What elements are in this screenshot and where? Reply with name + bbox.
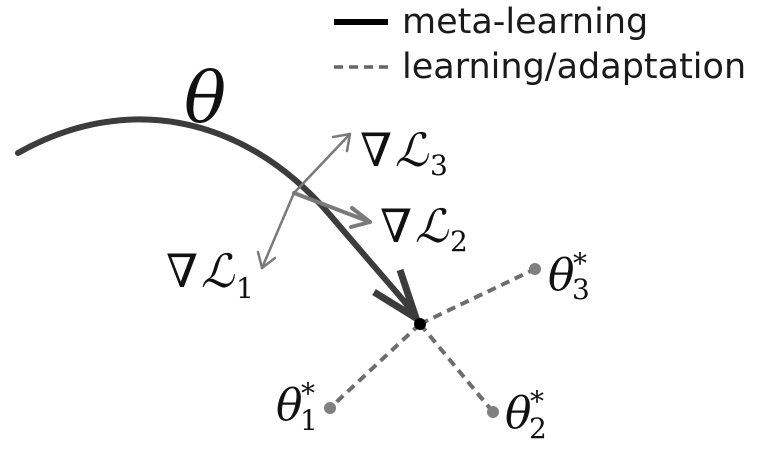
svg-text:1: 1 [236, 272, 254, 305]
adaptation-path-2 [418, 322, 495, 414]
meta-path-arrowhead [372, 268, 423, 327]
gradient-l2-arrow [292, 191, 372, 224]
svg-text:∇: ∇ [380, 199, 412, 253]
svg-text:*: * [573, 247, 587, 280]
adaptation-path-3 [419, 267, 536, 326]
svg-text:2: 2 [529, 412, 547, 445]
legend: meta-learning learning/adaptation [334, 2, 746, 87]
gradient-label-l1: ∇ ℒ 1 [166, 244, 254, 305]
svg-text:*: * [530, 385, 544, 418]
svg-text:1: 1 [300, 404, 318, 437]
gradient-arrows [256, 132, 372, 270]
gradient-l1-arrow [260, 191, 296, 270]
optimum-label-2: θ * 2 [505, 385, 547, 445]
svg-text:∇: ∇ [360, 123, 392, 177]
adaptation-paths [328, 267, 536, 414]
optimum-label-1: θ * 1 [276, 377, 318, 437]
optimum-label-3: θ * 3 [548, 247, 590, 306]
gradient-l3-arrowhead [331, 132, 352, 153]
legend-meta-learning-label: meta-learning [402, 2, 648, 42]
svg-text:ℒ: ℒ [415, 199, 449, 253]
adaptation-path-1 [328, 322, 422, 410]
optimum-point-3 [529, 263, 541, 275]
svg-text:*: * [301, 377, 315, 410]
gradient-l2-arrowhead [349, 206, 372, 229]
gradient-l1-arrowhead [256, 250, 277, 270]
meta-parameter-point [414, 318, 426, 330]
svg-text:∇: ∇ [166, 244, 198, 298]
gradient-label-l3: ∇ ℒ 3 [360, 123, 448, 182]
gradient-label-l2: ∇ ℒ 2 [380, 199, 468, 258]
svg-text:θ: θ [505, 388, 532, 439]
optimum-point-1 [324, 402, 336, 414]
svg-text:θ: θ [548, 250, 575, 301]
svg-text:ℒ: ℒ [201, 244, 235, 298]
svg-text:3: 3 [430, 149, 448, 182]
svg-text:θ: θ [276, 380, 303, 431]
svg-text:3: 3 [572, 273, 590, 306]
meta-learning-path [15, 116, 419, 321]
svg-text:ℒ: ℒ [395, 123, 429, 177]
legend-adaptation-label: learning/adaptation [402, 47, 746, 87]
svg-text:2: 2 [450, 225, 468, 258]
gradient-l3-arrow [292, 132, 352, 195]
optimum-point-2 [487, 406, 499, 418]
